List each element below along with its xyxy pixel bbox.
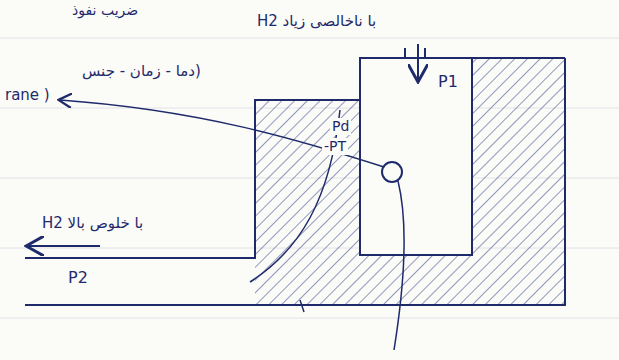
leader-line xyxy=(60,100,384,167)
membrane-wall xyxy=(255,58,565,305)
product-arrow xyxy=(28,245,100,247)
feed-arrow xyxy=(417,44,419,80)
handwritten-note: H2 با خلوص بالا xyxy=(40,214,145,232)
handwritten-note: ضریب نفوذ xyxy=(70,2,140,19)
ruled-lines xyxy=(0,38,619,318)
handwritten-note: H2 با ناخالصی زیاد xyxy=(255,12,378,30)
handwritten-note: -PT xyxy=(322,138,348,155)
detail-circle xyxy=(382,162,402,182)
handwritten-note: P1 xyxy=(436,72,460,91)
handwritten-note: rane ) xyxy=(3,86,52,104)
housing-outline xyxy=(25,58,565,305)
handwritten-note: (دما - زمان - جنس xyxy=(80,62,203,80)
leader-line xyxy=(394,181,404,350)
handwritten-note: P2 xyxy=(66,268,90,287)
handwritten-note: Pd xyxy=(330,118,351,135)
feed-chamber xyxy=(360,58,472,255)
